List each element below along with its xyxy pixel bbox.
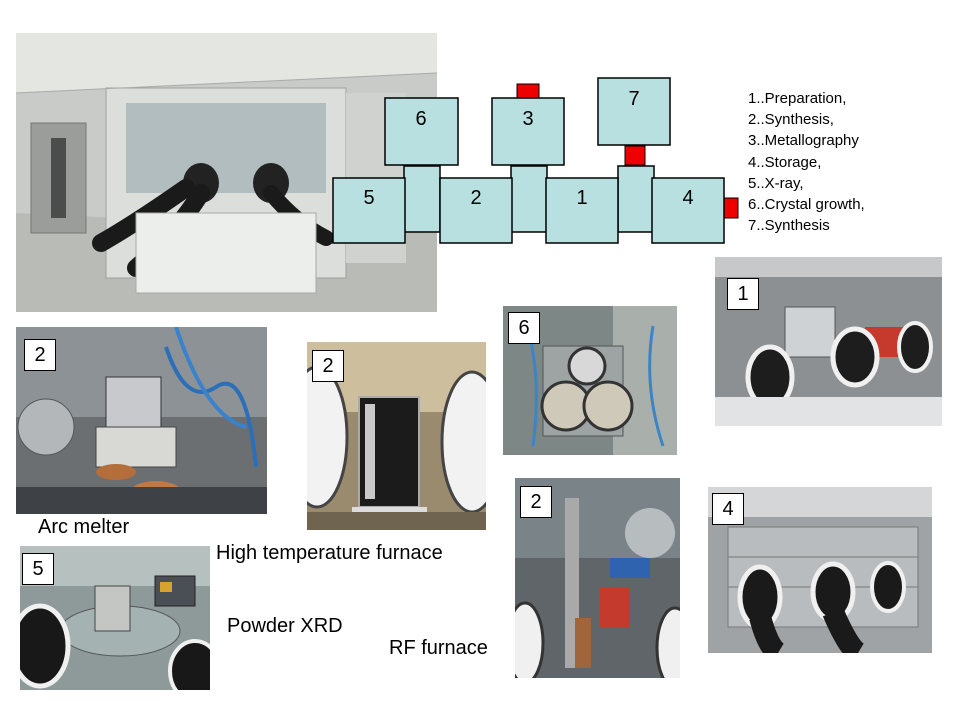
module-6 [384,97,459,166]
connector-6-2 [403,165,441,233]
module-1 [545,177,619,244]
legend-item-3: 3..Metallography [748,132,859,150]
module-3 [491,97,565,166]
connector-3-1 [510,165,548,233]
legend-item-5: 5..X-ray, [748,174,804,192]
storage-photo [708,487,932,653]
legend-item-4: 4..Storage, [748,153,822,171]
arc-melter-caption: Arc melter [38,516,130,538]
preparation-tag: 1 [727,278,759,310]
crystal-growth-image [503,306,677,455]
glovebox-lab-image [16,33,437,312]
connector-7-4 [617,165,655,233]
storage-tag: 4 [712,493,744,525]
legend-item-1: 1..Preparation, [748,90,847,107]
module-label-2: 2 [470,187,481,209]
module-legend: 1..Preparation, 2..Synthesis, 3..Metallo… [748,88,865,236]
module-label-1: 1 [576,187,587,209]
arc-melter-photo [16,327,267,514]
module-layout-diagram: 5 6 2 3 1 7 4 [332,77,739,244]
high-temp-furnace-caption: High temperature furnace [216,542,443,564]
port-right-4 [723,197,739,219]
high-temp-furnace-tag: 2 [312,350,344,382]
module-label-5: 5 [363,187,374,209]
module-label-3: 3 [522,108,533,130]
crystal-growth-photo [503,306,677,455]
crystal-growth-tag: 6 [508,312,540,344]
arc-melter-tag: 2 [24,339,56,371]
legend-item-2: 2..Synthesis, [748,111,834,129]
port-below-7 [624,145,646,166]
powder-xrd-caption: Powder XRD [227,615,343,637]
rf-furnace-caption: RF furnace [389,637,488,659]
module-label-7: 7 [628,88,639,110]
rf-furnace-tag: 2 [520,486,552,518]
arc-melter-image [16,327,267,514]
port-top-3 [516,83,540,99]
powder-xrd-tag: 5 [22,553,54,585]
module-4 [651,177,725,244]
red-ports [516,83,739,219]
main-lab-photo [16,33,437,312]
module-2 [439,177,513,244]
legend-item-7: 7..Synthesis [748,217,830,235]
module-label-6: 6 [415,108,426,130]
storage-image [708,487,932,653]
module-7 [597,77,671,146]
modules [332,77,725,244]
module-label-4: 4 [682,187,693,209]
legend-item-6: 6..Crystal growth, [748,196,865,214]
module-5 [332,177,406,244]
